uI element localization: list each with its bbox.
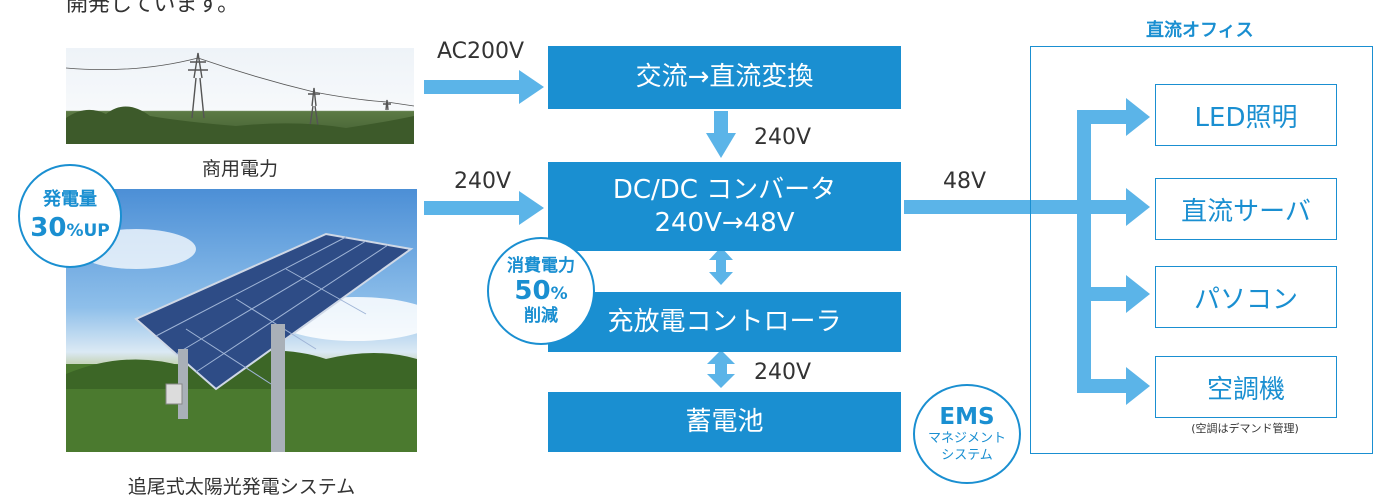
ac-dc-converter-box: 交流→直流変換	[548, 46, 901, 109]
office-item-air-conditioner: 空調機	[1155, 356, 1337, 418]
office-item-dc-server: 直流サーバ	[1155, 178, 1337, 240]
consumption-badge-value: 50%	[514, 276, 568, 307]
generation-badge-value: 30%UP	[30, 212, 110, 243]
office-item-pc: パソコン	[1155, 266, 1337, 328]
dcdc-converter-label: DC/DC コンバータ	[612, 175, 837, 205]
solar-system-photo	[66, 189, 417, 452]
commercial-power-photo	[66, 48, 414, 144]
office-item-label: パソコン	[1193, 284, 1298, 315]
charge-controller-label: 充放電コントローラ	[607, 306, 842, 337]
power-tower-illustration	[66, 52, 414, 144]
office-item-label: 直流サーバ	[1181, 196, 1311, 227]
dcdc-converter-box: DC/DC コンバータ 240V→48V	[548, 162, 901, 251]
office-feed-voltage-label: 48V	[943, 169, 987, 194]
ems-badge-line3: システム	[941, 447, 993, 463]
ac-dc-converter-label: 交流→直流変換	[635, 62, 814, 93]
battery-label: 蓄電池	[685, 406, 764, 437]
intro-text: 開発しています。	[66, 0, 240, 17]
consumption-badge-suffix: 削減	[524, 305, 558, 326]
ems-badge-title: EMS	[939, 404, 995, 431]
flow-arrows	[424, 70, 1150, 405]
ac-input-voltage-label: AC200V	[437, 39, 525, 64]
office-item-label: 空調機	[1206, 374, 1285, 405]
consumption-badge: 消費電力 50% 削減	[487, 237, 595, 345]
ems-badge-line2: マネジメント	[927, 431, 1006, 447]
consumption-badge-label: 消費電力	[507, 255, 575, 276]
air-conditioner-note: (空調はデマンド管理)	[1191, 422, 1299, 435]
commercial-power-caption: 商用電力	[201, 158, 278, 180]
generation-badge-label: 発電量	[43, 188, 97, 210]
battery-link-voltage-label: 240V	[754, 360, 812, 385]
ems-badge: EMS マネジメント システム	[913, 384, 1021, 484]
dcdc-conversion-label: 240V→48V	[654, 207, 795, 238]
solar-panel-illustration	[66, 229, 417, 452]
generation-badge: 発電量 30%UP	[18, 164, 122, 268]
battery-box: 蓄電池	[548, 392, 901, 452]
office-item-led-lighting: LED照明	[1155, 84, 1337, 146]
dc-office-panel	[1030, 46, 1373, 454]
charge-controller-box: 充放電コントローラ	[548, 292, 901, 352]
solar-input-voltage-label: 240V	[454, 169, 512, 194]
dc-office-title: 直流オフィス	[1146, 20, 1254, 41]
acdc-output-voltage-label: 240V	[754, 125, 812, 150]
office-item-label: LED照明	[1194, 102, 1298, 133]
